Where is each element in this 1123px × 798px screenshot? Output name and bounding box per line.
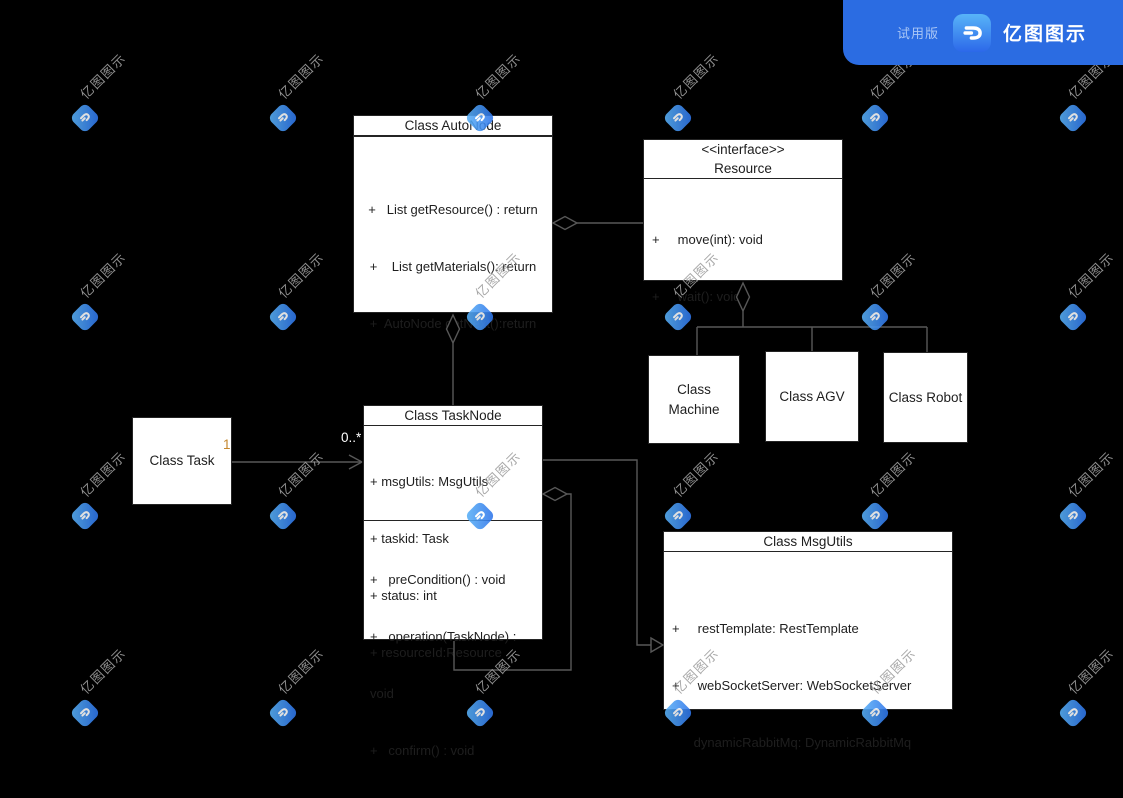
- watermark-logo-icon: [859, 301, 891, 333]
- methods-compartment: + move(int): void + wait(): void: [644, 178, 842, 344]
- uml-class-agv[interactable]: Class AGV: [765, 351, 859, 442]
- aggregation-diamond: [541, 486, 569, 502]
- watermark-logo-icon: [267, 102, 299, 134]
- watermark-logo-icon: [662, 102, 694, 134]
- watermark-text: 亿图图示: [670, 448, 723, 500]
- edraw-logo-icon: [953, 13, 992, 52]
- class-title: Class Machine: [668, 381, 720, 417]
- class-title: Class Task: [149, 453, 215, 468]
- watermark-logo-icon: [1057, 500, 1089, 532]
- methods-compartment: + List getResource() : return + List get…: [354, 136, 552, 371]
- attribute-line: + status: int: [370, 588, 437, 603]
- watermark-text: 亿图图示: [1065, 249, 1118, 301]
- connector-task-tasknode-association[interactable]: [232, 454, 363, 470]
- class-title: Class AGV: [779, 388, 845, 404]
- method-line: + AutoNode getNext():return: [369, 316, 537, 331]
- watermark-text: 亿图图示: [275, 249, 328, 301]
- watermark-logo-icon: [267, 697, 299, 729]
- stereotype-label: <<interface>>: [701, 142, 785, 157]
- connector-tasknode-msgutils[interactable]: [543, 459, 665, 654]
- watermark-text: 亿图图示: [1065, 448, 1118, 500]
- method-line: + List getMaterials(): return: [369, 259, 537, 274]
- watermark-logo-icon: [267, 500, 299, 532]
- uml-class-robot[interactable]: Class Robot: [883, 352, 968, 443]
- watermark-logo-icon: [1057, 697, 1089, 729]
- class-title: <<interface>> Resource: [644, 140, 842, 178]
- watermark-logo-icon: [662, 500, 694, 532]
- attributes-compartment: [354, 135, 552, 136]
- watermark-logo-icon: [859, 102, 891, 134]
- aggregation-diamond: [551, 215, 579, 231]
- watermark-text: 亿图图示: [275, 50, 328, 102]
- method-line: + wait(): void: [652, 289, 741, 304]
- watermark-text: 亿图图示: [867, 249, 920, 301]
- attributes-compartment: + restTemplate: RestTemplate + webSocket…: [664, 551, 952, 790]
- uml-class-msgutils[interactable]: Class MsgUtils + restTemplate: RestTempl…: [663, 531, 953, 750]
- method-line: + confirm() : void: [370, 743, 475, 758]
- brand-name: 亿图图示: [1003, 24, 1088, 45]
- watermark-text: 亿图图示: [867, 448, 920, 500]
- hollow-arrowhead: [650, 636, 665, 654]
- connector-autonode-resource-aggregation[interactable]: [551, 215, 643, 231]
- watermark-logo-icon: [267, 301, 299, 333]
- method-line: + operation(TaskNode) :: [370, 629, 517, 644]
- method-line: + move(int): void: [652, 232, 763, 247]
- uml-interface-resource[interactable]: <<interface>> Resource + move(int): void…: [643, 139, 843, 304]
- watermark-text: 亿图图示: [77, 645, 130, 697]
- interface-name: Resource: [714, 161, 772, 176]
- watermark-text: 亿图图示: [77, 249, 130, 301]
- class-title: Class TaskNode: [404, 408, 502, 423]
- uml-class-task[interactable]: Class Task: [132, 417, 232, 505]
- class-title: Class AutoNode: [404, 118, 502, 133]
- watermark-logo-icon: [69, 102, 101, 134]
- watermark-text: 亿图图示: [77, 448, 130, 500]
- attribute-line: + webSocketServer: WebSocketServer: [672, 678, 912, 693]
- open-arrowhead: [348, 454, 363, 470]
- uml-class-autonode[interactable]: Class AutoNode + List getResource() : re…: [353, 115, 553, 331]
- method-line: + preCondition() : void: [370, 572, 506, 587]
- watermark-text: 亿图图示: [670, 50, 723, 102]
- multiplicity-label-task: 1: [223, 437, 231, 452]
- watermark-logo-icon: [1057, 102, 1089, 134]
- attributes-compartment: + msgUtils: MsgUtils + taskid: Task + st…: [364, 425, 542, 660]
- watermark-logo-icon: [69, 697, 101, 729]
- attribute-line: + msgUtils: MsgUtils: [370, 474, 489, 489]
- watermark-text: 亿图图示: [472, 50, 525, 102]
- attribute-line: + restTemplate: RestTemplate: [672, 621, 859, 636]
- watermark-text: 亿图图示: [275, 448, 328, 500]
- class-title: Class MsgUtils: [763, 534, 853, 549]
- watermark-logo-icon: [69, 301, 101, 333]
- watermark-logo-icon: [69, 500, 101, 532]
- method-line: + List getResource() : return: [368, 202, 538, 217]
- trial-version-label: 试用版: [897, 26, 940, 41]
- methods-compartment: + preCondition() : void + operation(Task…: [364, 520, 542, 798]
- attribute-line: dynamicRabbitMq: DynamicRabbitMq: [672, 735, 912, 750]
- class-title: Class Robot: [888, 389, 963, 405]
- watermark-logo-icon: [859, 500, 891, 532]
- method-line: void: [370, 686, 394, 701]
- trial-badge[interactable]: 试用版 亿图图示: [843, 0, 1123, 65]
- watermark-text: 亿图图示: [1065, 645, 1118, 697]
- watermark-text: 亿图图示: [275, 645, 328, 697]
- watermark-text: 亿图图示: [77, 50, 130, 102]
- uml-class-tasknode[interactable]: Class TaskNode + msgUtils: MsgUtils + ta…: [363, 405, 543, 758]
- attribute-line: + taskid: Task: [370, 531, 449, 546]
- multiplicity-label-tasknode: 0..*: [341, 430, 362, 445]
- uml-class-machine[interactable]: Class Machine: [648, 355, 740, 444]
- watermark-logo-icon: [1057, 301, 1089, 333]
